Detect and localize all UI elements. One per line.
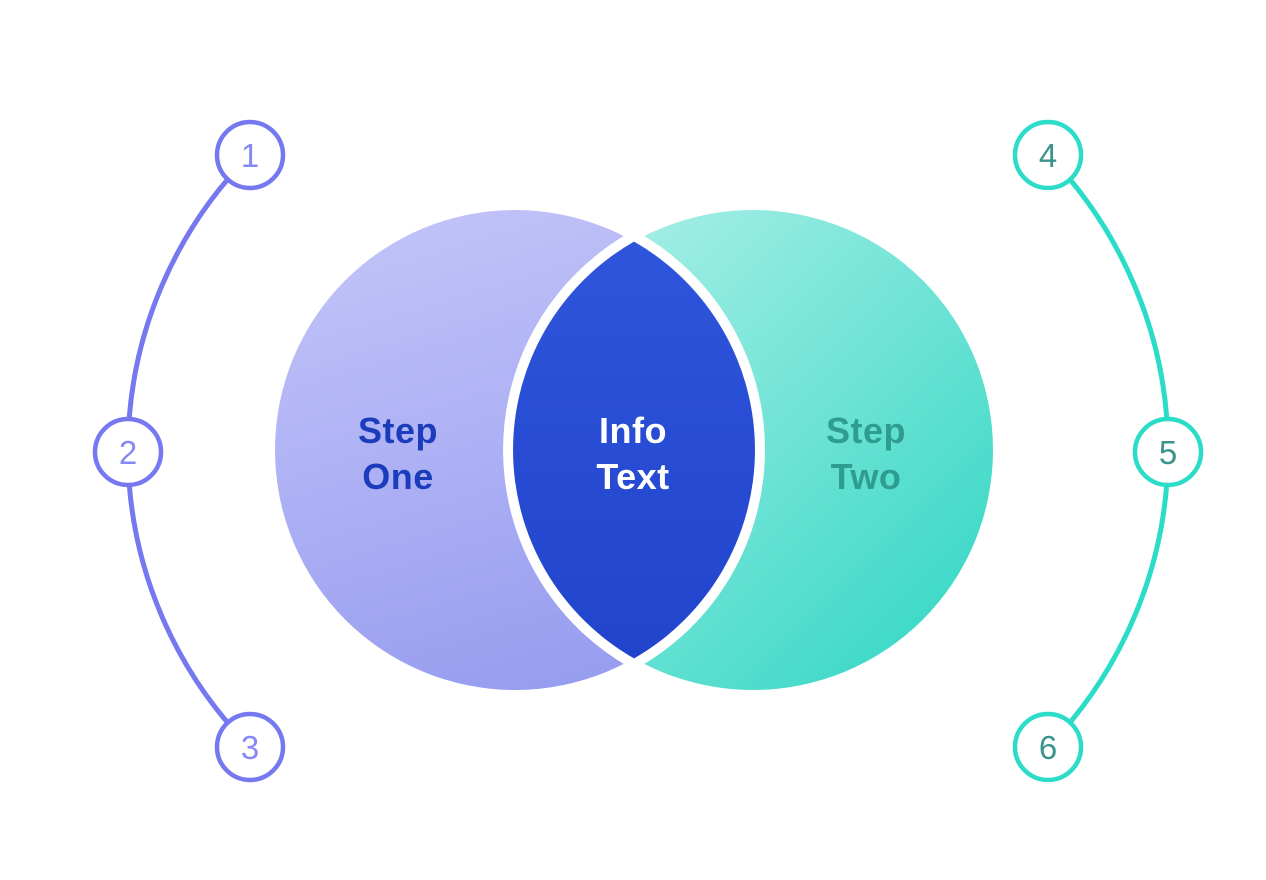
step-marker-2-circle — [92, 416, 164, 488]
step-marker-6: 6 — [1012, 711, 1084, 783]
overlap-label-line2: Text — [596, 456, 669, 497]
step-marker-4: 4 — [1012, 119, 1084, 191]
step-marker-3-circle — [214, 711, 286, 783]
venn-overlap-lens — [503, 231, 765, 669]
step-marker-2-number: 2 — [119, 434, 137, 471]
step-marker-6-circle — [1012, 711, 1084, 783]
step-marker-4-number: 4 — [1039, 137, 1057, 174]
right-set-label: Step Two — [826, 410, 906, 497]
step-marker-3: 3 — [214, 711, 286, 783]
left-set-label: Step One — [358, 410, 438, 497]
step-marker-5-circle — [1132, 416, 1204, 488]
left-connector-group: 1 2 3 — [92, 119, 286, 783]
step-marker-1-circle — [214, 119, 286, 191]
step-marker-1-number: 1 — [241, 137, 259, 174]
step-marker-2: 2 — [92, 416, 164, 488]
step-marker-6-number: 6 — [1039, 729, 1057, 766]
overlap-label-line1: Info — [599, 410, 667, 451]
step-marker-3-number: 3 — [241, 729, 259, 766]
step-marker-5-number: 5 — [1159, 434, 1177, 471]
overlap-label: Info Text — [596, 410, 669, 497]
left-set-label-line2: One — [362, 456, 434, 497]
step-marker-4-circle — [1012, 119, 1084, 191]
step-marker-1: 1 — [214, 119, 286, 191]
left-set-label-line1: Step — [358, 410, 438, 451]
right-connector-group: 4 5 6 — [1012, 119, 1204, 783]
right-set-label-line2: Two — [831, 456, 902, 497]
step-marker-5: 5 — [1132, 416, 1204, 488]
right-set-label-line1: Step — [826, 410, 906, 451]
